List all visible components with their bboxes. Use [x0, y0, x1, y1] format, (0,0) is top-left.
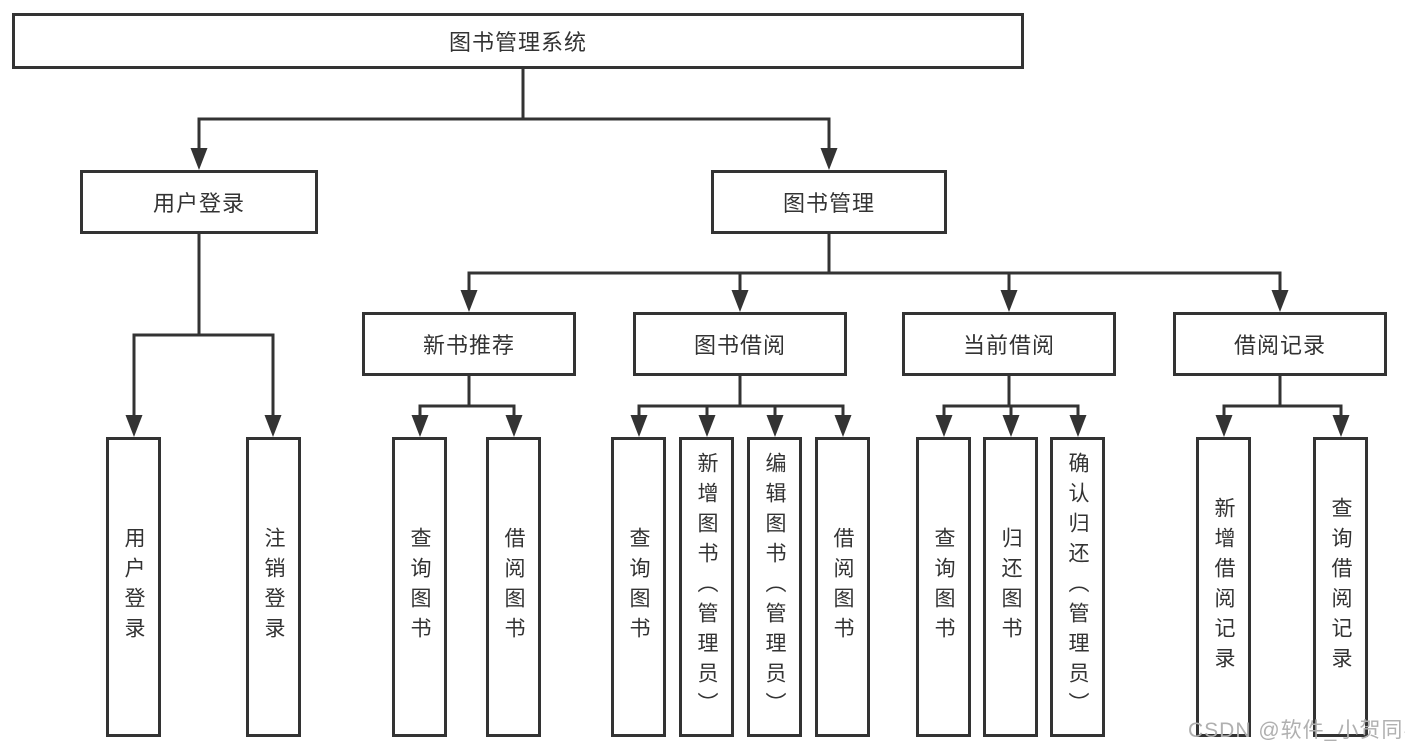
leaf-return-books-label: 归还图书 [999, 527, 1022, 647]
leaf-add-borrow-record-label: 新增借阅记录 [1212, 497, 1235, 677]
leaf-query-borrow-record-label: 查询借阅记录 [1329, 497, 1352, 677]
node-book-borrow: 图书借阅 [633, 312, 847, 376]
arrowheads-modules [460, 290, 1289, 312]
leaf-query-books-borrow-label: 查询图书 [627, 527, 650, 647]
node-borrow-records-label: 借阅记录 [1233, 333, 1326, 358]
node-borrow-records: 借阅记录 [1173, 312, 1387, 376]
node-user-login-branch: 用户登录 [80, 170, 318, 234]
edge-new-book-children [418, 376, 516, 419]
leaf-edit-books-admin: 编辑图书（管理员） [747, 437, 802, 737]
node-current-borrow-label: 当前借阅 [962, 333, 1055, 358]
leaf-return-books: 归还图书 [983, 437, 1038, 737]
leaf-logout: 注销登录 [246, 437, 301, 737]
node-root-system: 图书管理系统 [12, 13, 1024, 69]
leaf-query-books-borrow: 查询图书 [611, 437, 666, 737]
edge-user-login-children [132, 234, 275, 419]
arrowheads-new-book [411, 415, 523, 437]
leaf-query-borrow-record: 查询借阅记录 [1313, 437, 1368, 737]
leaf-user-login: 用户登录 [106, 437, 161, 737]
node-new-book-recommend: 新书推荐 [362, 312, 576, 376]
leaf-query-books-recommend: 查询图书 [392, 437, 447, 737]
leaf-borrow-books-recommend: 借阅图书 [486, 437, 541, 737]
edge-current-borrow-children [942, 376, 1080, 419]
node-book-borrow-label: 图书借阅 [693, 333, 786, 358]
arrowheads-branches [190, 148, 838, 170]
leaf-confirm-return-admin-label: 确认归还（管理员） [1066, 452, 1089, 722]
leaf-borrow-books-label: 借阅图书 [831, 527, 854, 647]
arrowheads-current-borrow [935, 415, 1087, 437]
node-current-borrow: 当前借阅 [902, 312, 1116, 376]
arrowheads-borrow-record [1215, 415, 1350, 437]
leaf-add-books-admin: 新增图书（管理员） [679, 437, 734, 737]
edge-borrow-record-children [1222, 376, 1343, 419]
leaf-edit-books-admin-label: 编辑图书（管理员） [763, 452, 786, 722]
edge-root-to-branches [197, 69, 831, 152]
edge-book-borrow-children [637, 376, 845, 419]
leaf-borrow-books-recommend-label: 借阅图书 [502, 527, 525, 647]
leaf-borrow-books: 借阅图书 [815, 437, 870, 737]
node-book-management-branch-label: 图书管理 [782, 191, 875, 216]
leaf-user-login-label: 用户登录 [122, 527, 145, 647]
edge-book-mgmt-modules [467, 234, 1282, 294]
node-new-book-recommend-label: 新书推荐 [422, 333, 515, 358]
leaf-add-borrow-record: 新增借阅记录 [1196, 437, 1251, 737]
csdn-watermark: CSDN @软件_小贺同学 [1188, 719, 1405, 742]
node-book-management-branch: 图书管理 [711, 170, 947, 234]
leaf-query-books-recommend-label: 查询图书 [408, 527, 431, 647]
leaf-confirm-return-admin: 确认归还（管理员） [1050, 437, 1105, 737]
leaf-logout-label: 注销登录 [262, 527, 285, 647]
arrowheads-user-login [125, 415, 282, 437]
node-root-label: 图书管理系统 [448, 30, 587, 55]
leaf-add-books-admin-label: 新增图书（管理员） [695, 452, 718, 722]
leaf-query-books-current: 查询图书 [916, 437, 971, 737]
leaf-query-books-current-label: 查询图书 [932, 527, 955, 647]
node-user-login-branch-label: 用户登录 [152, 191, 245, 216]
arrowheads-book-borrow [630, 415, 852, 437]
